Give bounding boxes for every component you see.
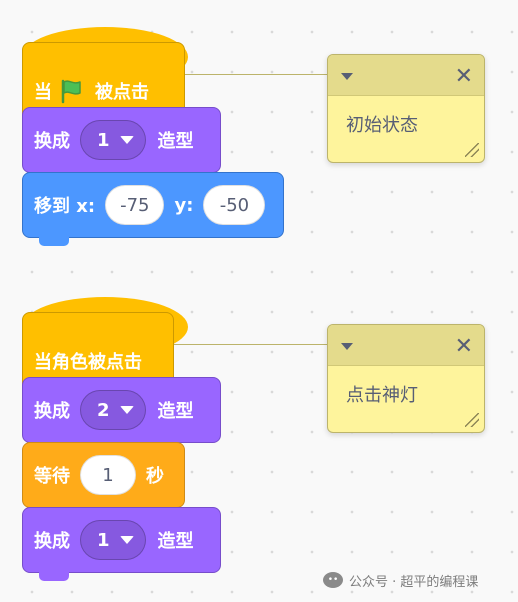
seconds-input[interactable]: 1 <box>80 455 136 495</box>
costume-suffix: 造型 <box>157 131 194 152</box>
chevron-down-icon <box>119 536 134 544</box>
goto-label: 移到 x: <box>34 196 96 217</box>
switch-costume-block[interactable]: 换成 1 造型 <box>22 507 221 581</box>
x-input[interactable]: -75 <box>105 185 165 225</box>
goto-xy-block[interactable]: 移到 x: -75 y: -50 <box>22 172 284 246</box>
costume-value: 1 <box>97 129 110 151</box>
clicked-label: 被点击 <box>95 82 149 103</box>
costume-dropdown[interactable]: 1 <box>80 520 146 560</box>
comment-titlebar[interactable]: ✕ <box>328 325 484 366</box>
chevron-down-icon <box>119 136 134 144</box>
collapse-icon[interactable] <box>341 343 353 350</box>
comment-note[interactable]: ✕ 点击神灯 <box>327 324 485 433</box>
costume-suffix: 造型 <box>157 531 194 552</box>
comment-text[interactable]: 点击神灯 <box>346 385 418 406</box>
watermark: •• 公众号 · 超平的编程课 <box>323 570 478 590</box>
switch-label: 换成 <box>34 131 70 152</box>
costume-dropdown[interactable]: 2 <box>80 390 146 430</box>
sprite-clicked-label: 当角色被点击 <box>34 352 142 373</box>
switch-costume-block[interactable]: 换成 2 造型 <box>22 377 221 451</box>
comment-connector <box>174 344 328 345</box>
y-label: y: <box>174 194 194 216</box>
switch-label: 换成 <box>34 531 70 552</box>
chevron-down-icon <box>119 406 134 414</box>
wechat-icon: •• <box>323 572 343 588</box>
wait-label: 等待 <box>34 466 70 487</box>
wait-seconds-block[interactable]: 等待 1 秒 <box>22 442 185 516</box>
comment-note[interactable]: ✕ 初始状态 <box>327 54 485 163</box>
seconds-suffix: 秒 <box>146 466 164 487</box>
close-icon[interactable]: ✕ <box>454 64 473 89</box>
costume-dropdown[interactable]: 1 <box>80 120 146 160</box>
costume-suffix: 造型 <box>157 401 194 422</box>
close-icon[interactable]: ✕ <box>454 334 473 359</box>
resize-handle-icon[interactable] <box>465 143 479 157</box>
y-input[interactable]: -50 <box>203 185 266 225</box>
comment-titlebar[interactable]: ✕ <box>328 55 484 96</box>
switch-label: 换成 <box>34 401 70 422</box>
comment-text[interactable]: 初始状态 <box>346 115 418 136</box>
green-flag-icon <box>58 78 86 104</box>
costume-value: 2 <box>97 399 110 421</box>
costume-value: 1 <box>97 529 110 551</box>
watermark-text: 公众号 · 超平的编程课 <box>349 574 479 590</box>
switch-costume-block[interactable]: 换成 1 造型 <box>22 107 221 181</box>
when-label: 当 <box>34 82 52 103</box>
comment-connector <box>185 74 328 75</box>
collapse-icon[interactable] <box>341 73 353 80</box>
resize-handle-icon[interactable] <box>465 413 479 427</box>
